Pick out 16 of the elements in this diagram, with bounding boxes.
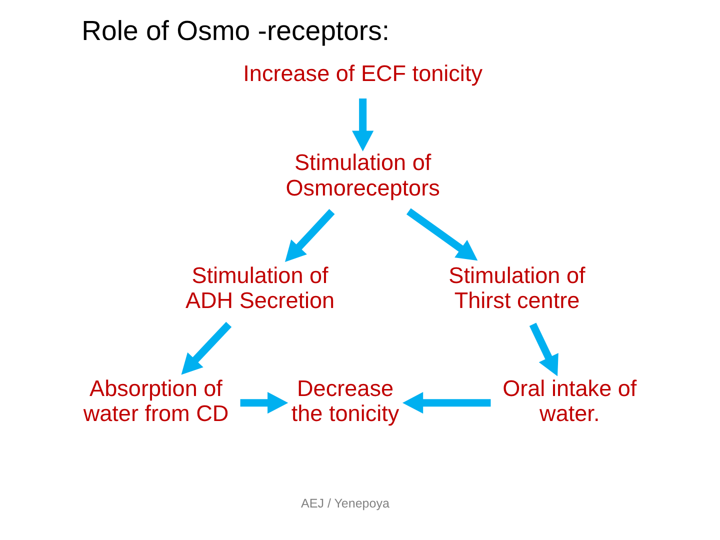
node-text: Decrease the tonicity	[291, 376, 400, 426]
node-text: Stimulation of Thirst centre	[448, 263, 586, 314]
arrow	[284, 209, 335, 262]
node-text: Stimulation of Osmoreceptors	[286, 150, 440, 200]
arrow	[529, 322, 558, 376]
node-text: Oral intake of water.	[502, 376, 637, 426]
node-text: Increase of ECF tonicity	[243, 61, 482, 86]
node-text: Absorption of water from CD	[83, 376, 229, 426]
arrow	[406, 208, 478, 261]
diagram-title: Role of Osmo -receptors:	[82, 15, 390, 46]
arrow	[181, 322, 232, 375]
arrow	[352, 98, 374, 152]
arrow	[240, 392, 288, 414]
arrow	[402, 392, 491, 414]
node-text: Stimulation of ADH Secretion	[185, 263, 335, 314]
label: AEJ / Yenepoya	[301, 496, 390, 511]
